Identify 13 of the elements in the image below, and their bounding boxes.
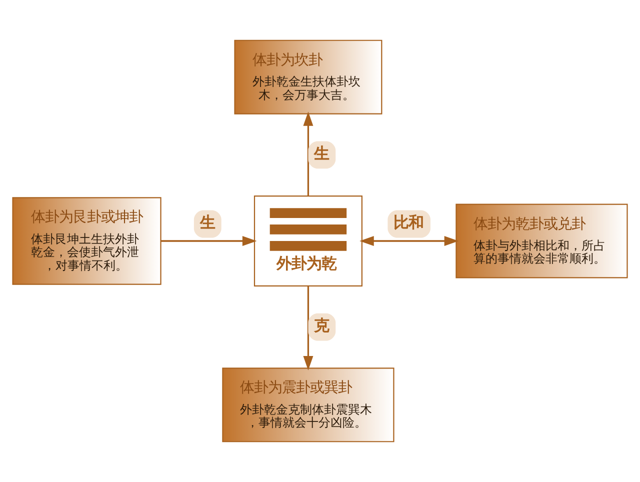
node-box: 体卦为坎卦 外卦乾金生扶体卦坎木，会万事大吉。 bbox=[234, 40, 382, 114]
edge-label: 克 bbox=[314, 316, 330, 335]
arrow bbox=[360, 236, 459, 246]
arrow bbox=[303, 286, 314, 370]
arrow bbox=[303, 112, 314, 196]
edge-label: 生 bbox=[200, 214, 215, 232]
arrow bbox=[160, 236, 257, 246]
edge-label: 比和 bbox=[394, 214, 424, 232]
node-box: 体卦为艮卦或坤卦 体卦艮坤土生扶外卦乾金，会使卦气外泄，对事情不利。 bbox=[12, 197, 162, 285]
edge-label: 生 bbox=[314, 144, 330, 162]
node-box: 体卦为震卦或巽卦 外卦乾金克制体卦震巽木，事情就会十分凶险。 bbox=[222, 368, 394, 442]
node-box: 外卦为乾 bbox=[254, 196, 362, 286]
node-box: 体卦为乾卦或兑卦 体卦与外卦相比和，所占算的事情就会非常顺利。 bbox=[456, 204, 628, 278]
